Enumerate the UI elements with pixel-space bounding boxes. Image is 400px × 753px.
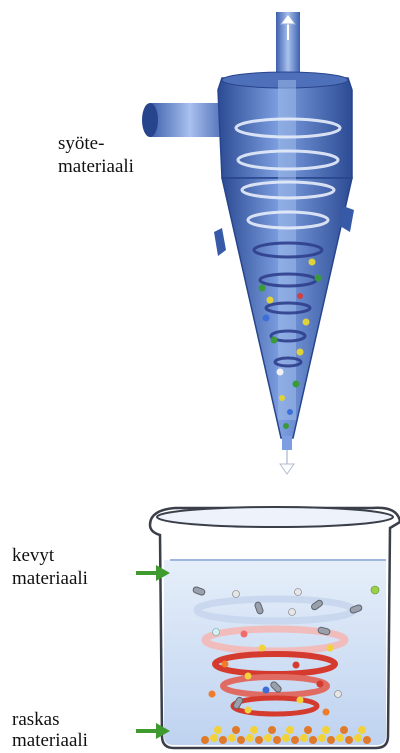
cyclone-bracket-left (214, 228, 226, 256)
light-material-label-line1: kevyt (12, 545, 54, 567)
heavy-material-label-line1: raskas (12, 709, 59, 731)
light-material-label-line2: materiaali (12, 568, 88, 590)
feed-material-label-line2: materiaali (58, 156, 134, 178)
inlet-pipe (142, 103, 230, 137)
underflow-outlet (282, 436, 292, 450)
cyclone (142, 12, 354, 474)
arrow-down-icon (280, 450, 294, 474)
heavy-material-label-line2: materiaali (12, 730, 88, 752)
feed-material-label-line1: syöte- (58, 133, 104, 155)
beaker-rim (157, 507, 393, 527)
beaker (150, 507, 400, 748)
